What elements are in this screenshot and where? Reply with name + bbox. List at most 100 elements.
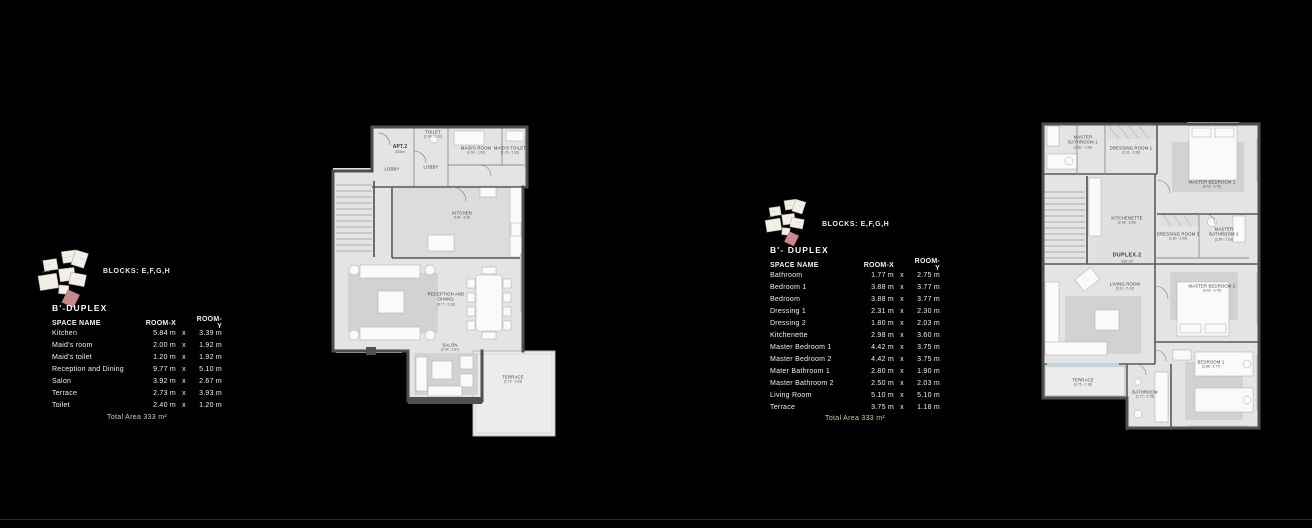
keyplan-map-icon [762, 196, 820, 248]
keyplan-map-icon [36, 245, 104, 311]
row-room-y: 3.60 m [917, 332, 940, 340]
row-space-name: Kitchenette [770, 332, 808, 340]
header-room-x: ROOM-X [863, 261, 894, 269]
left-table-body: Kitchen 5.84 m x 3.39 m Maid's room 2.00… [52, 328, 222, 412]
row-dim-separator: x [900, 296, 904, 304]
table-row: Bedroom 3.88 m x 3.77 m [770, 294, 940, 306]
row-dim-separator: x [900, 308, 904, 316]
row-room-x: 2.31 m [871, 308, 894, 316]
row-dim-separator: x [182, 378, 186, 386]
row-room-y: 1.18 m [917, 403, 940, 411]
row-room-x: 9.77 m [153, 366, 176, 374]
left-keyplan [36, 245, 104, 311]
right-dimensions-table: SPACE NAME ROOM-X ROOM-Y Bathroom 1.77 m… [770, 258, 940, 422]
row-dim-separator: x [182, 390, 186, 398]
row-space-name: Kitchen [52, 330, 78, 338]
row-space-name: Terrace [770, 403, 796, 411]
row-space-name: Bedroom 1 [770, 284, 807, 292]
row-space-name: Living Room [770, 391, 812, 399]
header-room-x: ROOM-X [145, 319, 176, 327]
row-space-name: Bedroom [770, 296, 801, 304]
table-row: Reception and Dining 9.77 m x 5.10 m [52, 364, 222, 376]
row-space-name: Toilet [52, 402, 70, 410]
left-blocks-label: BLOCKS: E,F,G,H [103, 268, 171, 275]
table-row: Bedroom 1 3.88 m x 3.77 m [770, 282, 940, 294]
row-dim-separator: x [182, 366, 186, 374]
stairs-icon [336, 181, 375, 257]
left-unit-title: B'-DUPLEX [52, 303, 108, 313]
row-dim-separator: x [900, 355, 904, 363]
right-total-area: Total Area 333 m² [825, 415, 885, 423]
row-room-x: 2.00 m [153, 342, 176, 350]
table-row: Terrace 3.75 m x 1.18 m [770, 401, 940, 413]
row-room-x: 4.42 m [871, 355, 894, 363]
row-room-y: 3.77 m [917, 284, 940, 292]
row-dim-separator: x [900, 344, 904, 352]
row-room-y: 2.03 m [917, 379, 940, 387]
row-room-x: 5.84 m [153, 330, 176, 338]
row-space-name: Dressing 1 [770, 308, 806, 316]
row-room-y: 2.75 m [917, 272, 940, 280]
row-room-x: 3.75 m [871, 403, 894, 411]
right-unit-title: B'- DUPLEX [770, 245, 829, 255]
row-space-name: Maid's toilet [52, 354, 92, 362]
table-row: Bathroom 1.77 m x 2.75 m [770, 270, 940, 282]
left-floor-plan: APT.2 333m² LOBBY LOBBY TOILET (2.40 - 1… [330, 123, 560, 439]
table-row: Maid's room 2.00 m x 1.92 m [52, 340, 222, 352]
row-space-name: Master Bedroom 2 [770, 355, 832, 363]
footer-divider [0, 519, 1312, 520]
row-room-x: 2.98 m [871, 332, 894, 340]
row-space-name: Reception and Dining [52, 366, 124, 374]
row-room-y: 2.03 m [917, 320, 940, 328]
row-room-y: 1.20 m [199, 402, 222, 410]
table-header-row: SPACE NAME ROOM-X ROOM-Y [770, 258, 940, 272]
row-space-name: Mater Bathroom 1 [770, 367, 831, 375]
row-room-y: 5.10 m [917, 391, 940, 399]
row-space-name: Master Bathroom 2 [770, 379, 834, 387]
table-row: Dressing 2 1.80 m x 2.03 m [770, 318, 940, 330]
row-room-x: 2.73 m [153, 390, 176, 398]
table-row: Terrace 2.73 m x 3.93 m [52, 388, 222, 400]
row-dim-separator: x [182, 342, 186, 350]
header-space-name: SPACE NAME [770, 261, 819, 269]
row-dim-separator: x [900, 332, 904, 340]
header-space-name: SPACE NAME [52, 319, 101, 327]
row-room-y: 3.75 m [917, 344, 940, 352]
row-room-x: 3.92 m [153, 378, 176, 386]
table-row: Master Bedroom 2 4.42 m x 3.75 m [770, 354, 940, 366]
left-floor-plan-drawing [331, 125, 556, 437]
row-dim-separator: x [900, 379, 904, 387]
row-room-y: 1.90 m [917, 367, 940, 375]
row-room-y: 1.92 m [199, 342, 222, 350]
row-room-y: 1.92 m [199, 354, 222, 362]
row-dim-separator: x [900, 320, 904, 328]
table-header-row: SPACE NAME ROOM-X ROOM-Y [52, 316, 222, 330]
row-dim-separator: x [900, 272, 904, 280]
row-room-x: 1.20 m [153, 354, 176, 362]
row-space-name: Salon [52, 378, 72, 386]
table-row: Maid's toilet 1.20 m x 1.92 m [52, 352, 222, 364]
row-dim-separator: x [182, 354, 186, 362]
row-dim-separator: x [900, 367, 904, 375]
row-room-x: 5.10 m [871, 391, 894, 399]
header-room-y: ROOM-Y [196, 316, 222, 330]
row-space-name: Maid's room [52, 342, 93, 350]
right-table-body: Bathroom 1.77 m x 2.75 m Bedroom 1 3.88 … [770, 270, 940, 413]
row-room-y: 3.77 m [917, 296, 940, 304]
row-room-x: 2.50 m [871, 379, 894, 387]
table-row: Toilet 2.40 m x 1.20 m [52, 400, 222, 412]
row-space-name: Terrace [52, 390, 78, 398]
table-row: Kitchenette 2.98 m x 3.60 m [770, 330, 940, 342]
row-room-y: 2.67 m [199, 378, 222, 386]
row-room-y: 5.10 m [199, 366, 222, 374]
row-space-name: Bathroom [770, 272, 803, 280]
row-room-y: 3.93 m [199, 390, 222, 398]
header-room-y: ROOM-Y [914, 258, 940, 272]
row-room-x: 3.88 m [871, 284, 894, 292]
row-dim-separator: x [182, 330, 186, 338]
row-room-x: 2.80 m [871, 367, 894, 375]
stairs-icon [1045, 176, 1088, 264]
right-floor-plan-drawing [1041, 122, 1261, 430]
right-blocks-label: BLOCKS: E,F,G,H [822, 221, 890, 228]
row-room-x: 2.40 m [153, 402, 176, 410]
